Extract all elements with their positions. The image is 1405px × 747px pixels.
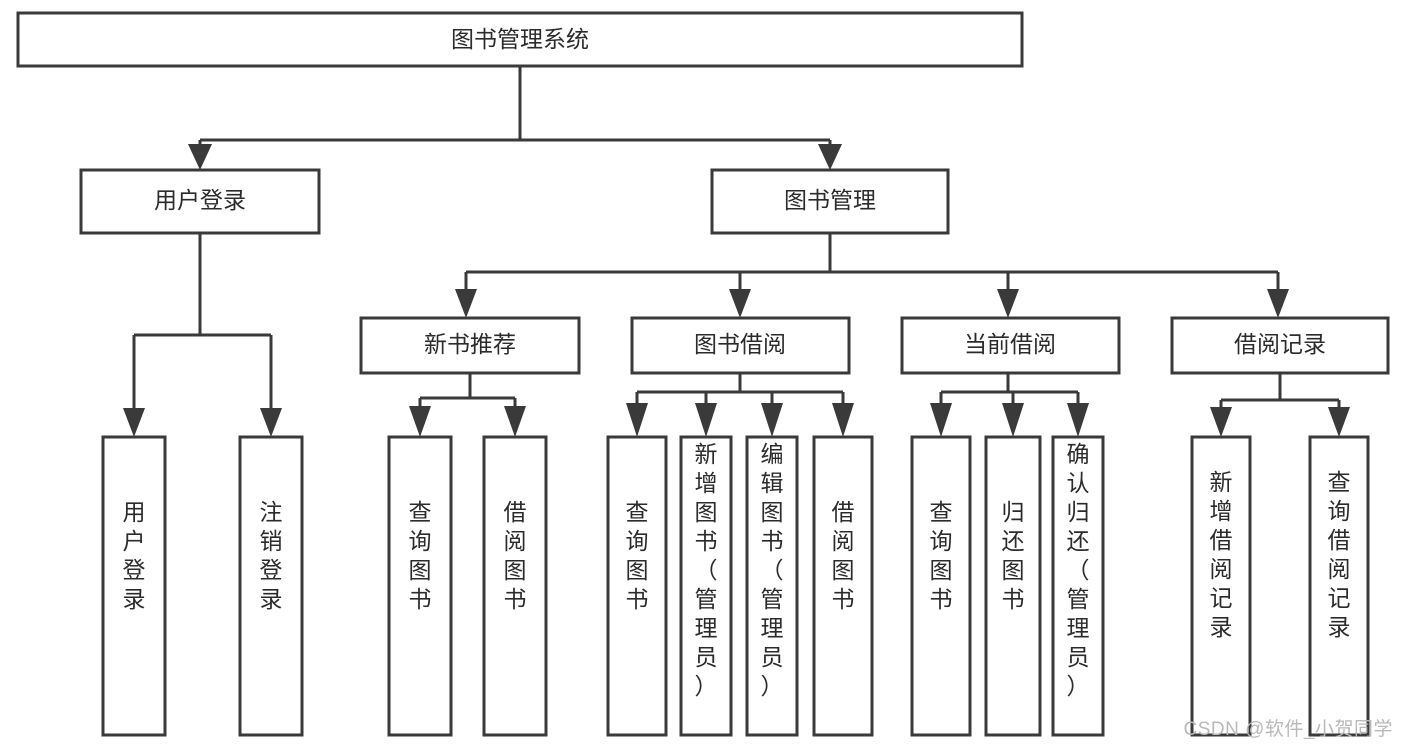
node-root-box[interactable]: [16, 11, 1024, 68]
node-book-manage[interactable]: 图书管理: [710, 168, 950, 235]
node-leaf-user-logout-label: 注销登录: [260, 499, 283, 612]
node-book-manage-label: 图书管理: [784, 187, 876, 213]
node-leaf-user-login-label: 用户登录: [123, 499, 146, 612]
node-user-login-box[interactable]: [79, 168, 321, 235]
node-leaf-query-books-current-label: 查询图书: [930, 499, 953, 612]
node-leaf-borrow-books-borrow-label: 借阅图书: [832, 499, 855, 612]
node-leaf-edit-book-admin-box[interactable]: [745, 435, 799, 737]
node-new-book-recommend[interactable]: 新书推荐: [359, 316, 581, 375]
node-book-borrow-label: 图书借阅: [694, 331, 786, 357]
node-leaf-return-books[interactable]: 归还图书: [984, 435, 1042, 737]
node-leaf-query-borrow-record[interactable]: 查询借阅记录: [1308, 435, 1370, 737]
node-leaf-query-books-rec-label: 查询图书: [409, 499, 432, 612]
arrow-head-leaf-borrow-books-rec: [504, 406, 526, 437]
node-book-borrow[interactable]: 图书借阅: [630, 316, 851, 375]
arrow-head-user-login: [188, 144, 212, 170]
arrow-head-leaf-user-logout: [260, 408, 282, 437]
node-leaf-add-book-admin-box[interactable]: [679, 435, 733, 737]
node-leaf-query-books-current-box[interactable]: [910, 435, 972, 737]
node-user-login[interactable]: 用户登录: [79, 168, 321, 235]
arrow-head-leaf-query-books-rec: [409, 406, 431, 437]
node-leaf-user-logout[interactable]: 注销登录: [238, 435, 304, 737]
arrow-head-leaf-user-login: [123, 408, 145, 437]
node-borrow-record-box[interactable]: [1170, 316, 1390, 375]
node-leaf-add-borrow-record-label: 新增借阅记录: [1210, 469, 1233, 640]
arrow-head-current-borrow: [997, 289, 1019, 318]
connector-layer: [123, 66, 1350, 437]
node-leaf-borrow-books-borrow[interactable]: 借阅图书: [812, 435, 874, 737]
node-leaf-add-book-admin-label: 新增图书（管理员）: [695, 441, 718, 699]
arrow-head-leaf-query-books-current: [930, 403, 952, 437]
arrow-head-new-book-recommend: [455, 289, 477, 318]
node-leaf-borrow-books-rec[interactable]: 借阅图书: [482, 435, 548, 737]
node-leaf-return-books-label: 归还图书: [1002, 499, 1025, 612]
node-leaf-confirm-return-admin-box[interactable]: [1051, 435, 1105, 737]
arrow-head-borrow-record: [1267, 289, 1289, 318]
node-leaf-user-login-box[interactable]: [101, 435, 167, 737]
node-leaf-confirm-return-admin[interactable]: 确认归还（管理员）: [1051, 435, 1105, 737]
node-leaf-user-logout-box[interactable]: [238, 435, 304, 737]
node-current-borrow-label: 当前借阅: [964, 331, 1056, 357]
node-book-borrow-box[interactable]: [630, 316, 851, 375]
node-leaf-user-login[interactable]: 用户登录: [101, 435, 167, 737]
arrow-head-leaf-add-borrow-record: [1210, 407, 1232, 437]
node-leaf-add-book-admin[interactable]: 新增图书（管理员）: [679, 435, 733, 737]
node-leaf-edit-book-admin[interactable]: 编辑图书（管理员）: [745, 435, 799, 737]
node-leaf-query-books-current[interactable]: 查询图书: [910, 435, 972, 737]
node-current-borrow[interactable]: 当前借阅: [900, 316, 1121, 375]
node-leaf-query-books-rec-box[interactable]: [387, 435, 453, 737]
arrow-head-leaf-confirm-return-admin: [1067, 403, 1089, 437]
node-root[interactable]: 图书管理系统: [16, 11, 1024, 68]
node-leaf-add-borrow-record[interactable]: 新增借阅记录: [1190, 435, 1252, 737]
node-leaf-confirm-return-admin-label: 确认归还（管理员）: [1067, 441, 1090, 699]
node-leaf-query-borrow-record-label: 查询借阅记录: [1328, 469, 1351, 640]
node-new-book-recommend-box[interactable]: [359, 316, 581, 375]
arrow-head-leaf-edit-book-admin: [761, 403, 783, 437]
node-leaf-borrow-books-rec-box[interactable]: [482, 435, 548, 737]
arrow-head-leaf-add-book-admin: [695, 403, 717, 437]
arrow-head-leaf-return-books: [1002, 403, 1024, 437]
node-current-borrow-box[interactable]: [900, 316, 1121, 375]
node-user-login-label: 用户登录: [154, 187, 246, 213]
node-leaf-query-books-rec[interactable]: 查询图书: [387, 435, 453, 737]
node-leaf-query-books-borrow[interactable]: 查询图书: [606, 435, 668, 737]
node-leaf-query-books-borrow-box[interactable]: [606, 435, 668, 737]
arrow-head-leaf-borrow-books-borrow: [832, 403, 854, 437]
node-leaf-add-borrow-record-box[interactable]: [1190, 435, 1252, 737]
node-root-label: 图书管理系统: [451, 26, 589, 52]
node-borrow-record-label: 借阅记录: [1234, 331, 1326, 357]
node-leaf-borrow-books-rec-label: 借阅图书: [504, 499, 527, 612]
arrow-head-book-manage: [818, 144, 842, 170]
node-borrow-record[interactable]: 借阅记录: [1170, 316, 1390, 375]
node-leaf-borrow-books-borrow-box[interactable]: [812, 435, 874, 737]
node-book-manage-box[interactable]: [710, 168, 950, 235]
node-leaf-query-books-borrow-label: 查询图书: [626, 499, 649, 612]
node-leaf-edit-book-admin-label: 编辑图书（管理员）: [761, 441, 784, 699]
arrow-head-book-borrow: [729, 289, 751, 318]
arrow-head-leaf-query-books-borrow: [626, 403, 648, 437]
node-leaf-return-books-box[interactable]: [984, 435, 1042, 737]
arrow-head-leaf-query-borrow-record: [1328, 407, 1350, 437]
node-leaf-query-borrow-record-box[interactable]: [1308, 435, 1370, 737]
node-new-book-recommend-label: 新书推荐: [424, 331, 516, 357]
